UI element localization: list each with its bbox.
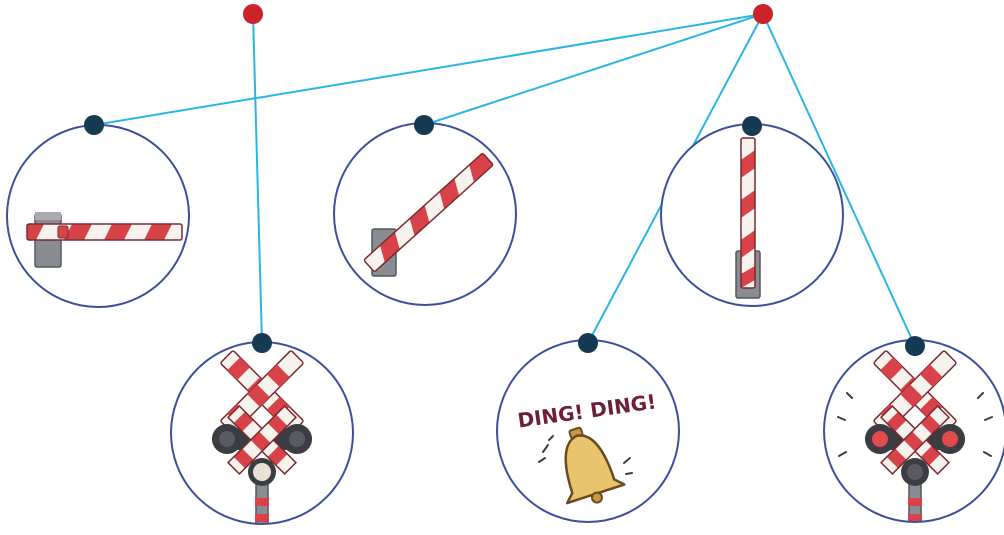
nodes (84, 4, 925, 356)
barrier-closed-icon (6, 124, 190, 308)
target-node[interactable] (578, 333, 598, 353)
crossing-signal-off-icon (170, 341, 354, 525)
barrier-open-icon (660, 123, 844, 307)
target-node[interactable] (742, 116, 762, 136)
connector-line (762, 13, 916, 347)
target-node[interactable] (252, 333, 272, 353)
connector-line (423, 13, 764, 126)
target-node[interactable] (905, 336, 925, 356)
connector-line (93, 13, 764, 126)
source-node[interactable] (753, 4, 773, 24)
bell-icon: DING! DING! (496, 339, 680, 523)
connector-line (252, 13, 263, 344)
source-node[interactable] (243, 4, 263, 24)
connector-lines (93, 13, 916, 347)
barrier-half-open-icon (333, 122, 517, 306)
crossing-signal-flashing-icon (823, 339, 1004, 523)
target-node[interactable] (414, 115, 434, 135)
target-node[interactable] (84, 115, 104, 135)
